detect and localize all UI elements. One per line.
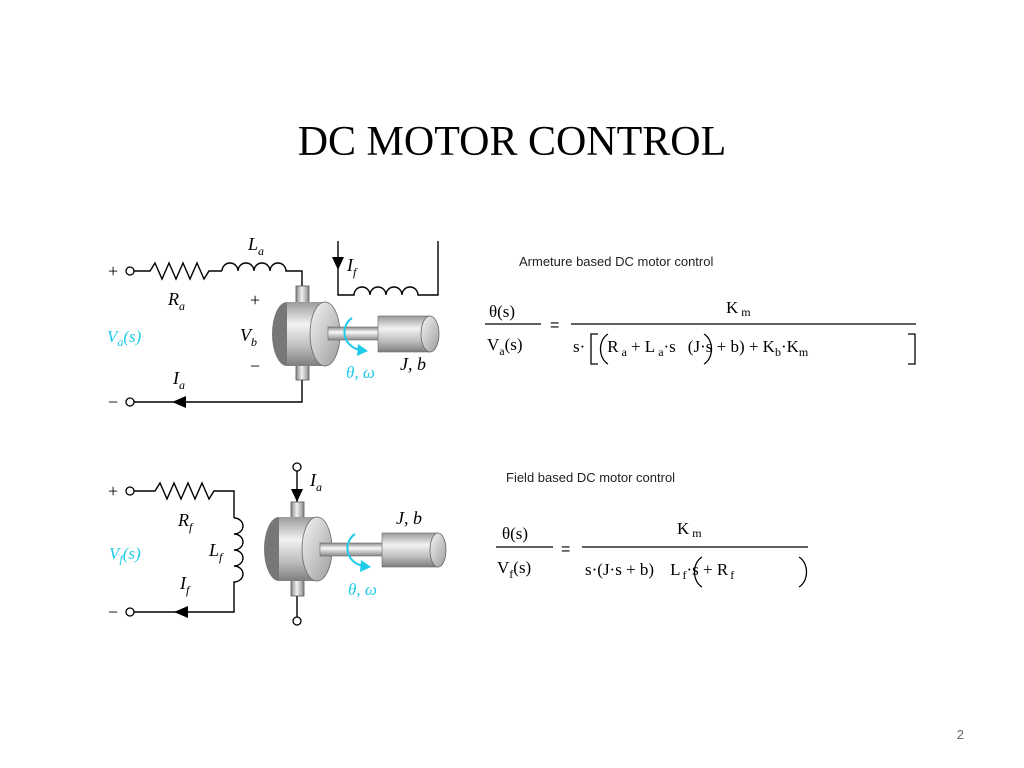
field-minus-sign: −: [108, 602, 118, 622]
armature-minus-terminal: [125, 397, 135, 407]
armature-motor: [272, 285, 440, 381]
label-Lf: Lf: [208, 540, 224, 564]
slide-title: DC MOTOR CONTROL: [297, 119, 727, 165]
label-Vb-plus: +: [250, 290, 260, 310]
label-La: La: [247, 234, 264, 258]
eq1-paren-right: [703, 333, 713, 365]
eq2-lhs-den: Vf(s): [497, 558, 531, 581]
label-If-field: If: [179, 573, 191, 597]
armature-minus-sign: −: [108, 392, 118, 412]
armature-plus-sign: +: [108, 261, 118, 281]
eq1-paren-left: [599, 333, 609, 365]
field-rotation-arrow: [346, 533, 364, 567]
field-motor: [264, 501, 447, 597]
armature-rotation-arrow: [343, 317, 361, 351]
label-theta-omega-field: θ, ω: [348, 580, 377, 599]
armature-inductor: [221, 262, 303, 292]
eq1-bracket-right: [908, 333, 916, 365]
field-motor-top-terminal: [292, 462, 302, 472]
label-Ia-field: Ia: [309, 470, 322, 494]
armature-caption: Armeture based DC motor control: [519, 254, 714, 269]
label-theta-omega-armature: θ, ω: [346, 363, 375, 382]
label-Vf: Vf(s): [109, 544, 141, 566]
eq1-lhs-num: θ(s): [489, 302, 515, 321]
field-caption: Field based DC motor control: [506, 470, 676, 485]
eq2-equals: =: [561, 541, 570, 558]
armature-rotation-arrowhead: [357, 344, 368, 356]
armature-return-wire: [134, 376, 303, 403]
label-Jb-field: J, b: [396, 508, 422, 528]
eq1-equals: =: [550, 317, 559, 334]
label-Ia: Ia: [172, 368, 185, 392]
field-circuit: + − Rf Vf(s) Lf If Ia θ, ω J, b: [108, 462, 447, 626]
field-rotation-arrowhead: [360, 560, 371, 572]
armature-plus-terminal: [125, 266, 135, 276]
field-plus-terminal: [125, 486, 135, 496]
field-return-arrow: [174, 606, 188, 618]
field-current-arrow: [332, 257, 344, 270]
armature-field-coil: [337, 241, 439, 296]
label-Va: Va(s): [107, 327, 142, 349]
label-Vb: Vb: [240, 325, 257, 349]
armature-resistor: [134, 261, 222, 281]
field-inductor: [134, 517, 244, 613]
eq2-paren-left: [693, 556, 703, 588]
eq1-bracket-left: [590, 333, 598, 365]
field-motor-bottom-terminal: [292, 616, 302, 626]
field-armature-current-arrow: [291, 489, 303, 502]
eq2-lhs-num: θ(s): [502, 524, 528, 543]
label-If: If: [346, 255, 358, 279]
field-resistor: [134, 481, 235, 518]
armature-circuit: + − La Ra Va(s) + Vb − Ia If: [107, 234, 440, 412]
label-Vb-minus: −: [250, 356, 260, 376]
page-number: 2: [956, 727, 964, 742]
eq2-paren-right: [798, 556, 808, 588]
label-Rf: Rf: [177, 510, 194, 534]
label-Ra: Ra: [167, 289, 185, 313]
eq1-lhs-den: Va(s): [487, 335, 523, 358]
armature-current-arrow: [172, 396, 186, 408]
field-plus-sign: +: [108, 481, 118, 501]
label-Jb-armature: J, b: [400, 354, 426, 374]
field-minus-terminal: [125, 607, 135, 617]
